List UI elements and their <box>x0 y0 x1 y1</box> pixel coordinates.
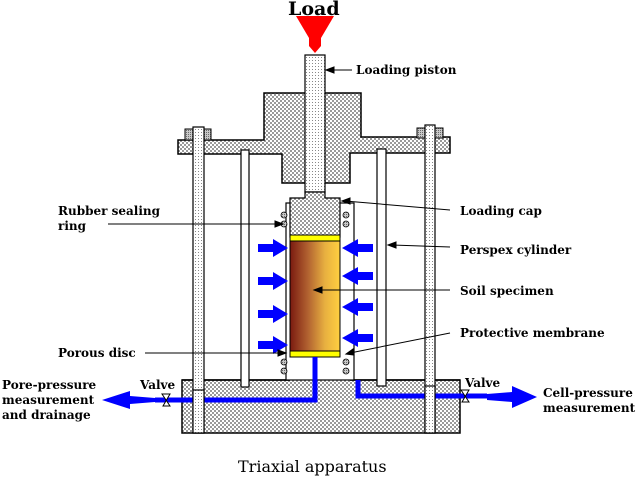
label-pore-pressure-3: and drainage <box>2 408 91 422</box>
label-porous-disc: Porous disc <box>58 346 136 360</box>
figure-title: Triaxial apparatus <box>238 457 387 476</box>
drainage-tube <box>155 357 318 403</box>
label-cell-pressure-2: measurement <box>543 401 636 415</box>
perspex-cylinder-left-wall <box>240 149 250 388</box>
base-block <box>181 379 461 434</box>
label-pore-pressure-2: measurement <box>2 393 95 407</box>
porous-disc-top <box>289 234 341 242</box>
loading-cap <box>289 191 341 238</box>
label-cell-pressure-1: Cell-pressure <box>543 386 633 400</box>
porous-disc-bottom <box>289 350 341 358</box>
load-label: Load <box>288 0 340 20</box>
label-valve-right: Valve <box>464 376 501 390</box>
valve-left-icon[interactable] <box>161 393 171 407</box>
label-rubber-sealing-ring-1: Rubber sealing <box>58 204 161 218</box>
cell-pressure-arrows <box>258 239 373 354</box>
label-loading-piston: Loading piston <box>356 63 457 77</box>
cell-pressure-arrow <box>487 386 537 408</box>
load-arrow <box>296 16 334 53</box>
label-valve-left: Valve <box>139 378 176 392</box>
perspex-cylinder-right-wall <box>376 148 387 387</box>
pore-pressure-arrow <box>102 391 155 409</box>
tie-rod-left <box>192 126 205 434</box>
soil-specimen <box>289 240 341 352</box>
rubber-sealing-rings <box>280 211 350 375</box>
loading-piston <box>304 54 326 193</box>
label-pore-pressure-1: Pore-pressure <box>2 378 97 392</box>
label-soil-specimen: Soil specimen <box>460 284 554 298</box>
label-perspex-cylinder: Perspex cylinder <box>460 243 572 257</box>
label-rubber-sealing-ring-2: ring <box>58 219 87 233</box>
cell-pressure-tube <box>355 380 487 399</box>
label-protective-membrane: Protective membrane <box>460 326 605 340</box>
valve-right-icon[interactable] <box>460 389 470 403</box>
label-loading-cap: Loading cap <box>460 204 542 218</box>
